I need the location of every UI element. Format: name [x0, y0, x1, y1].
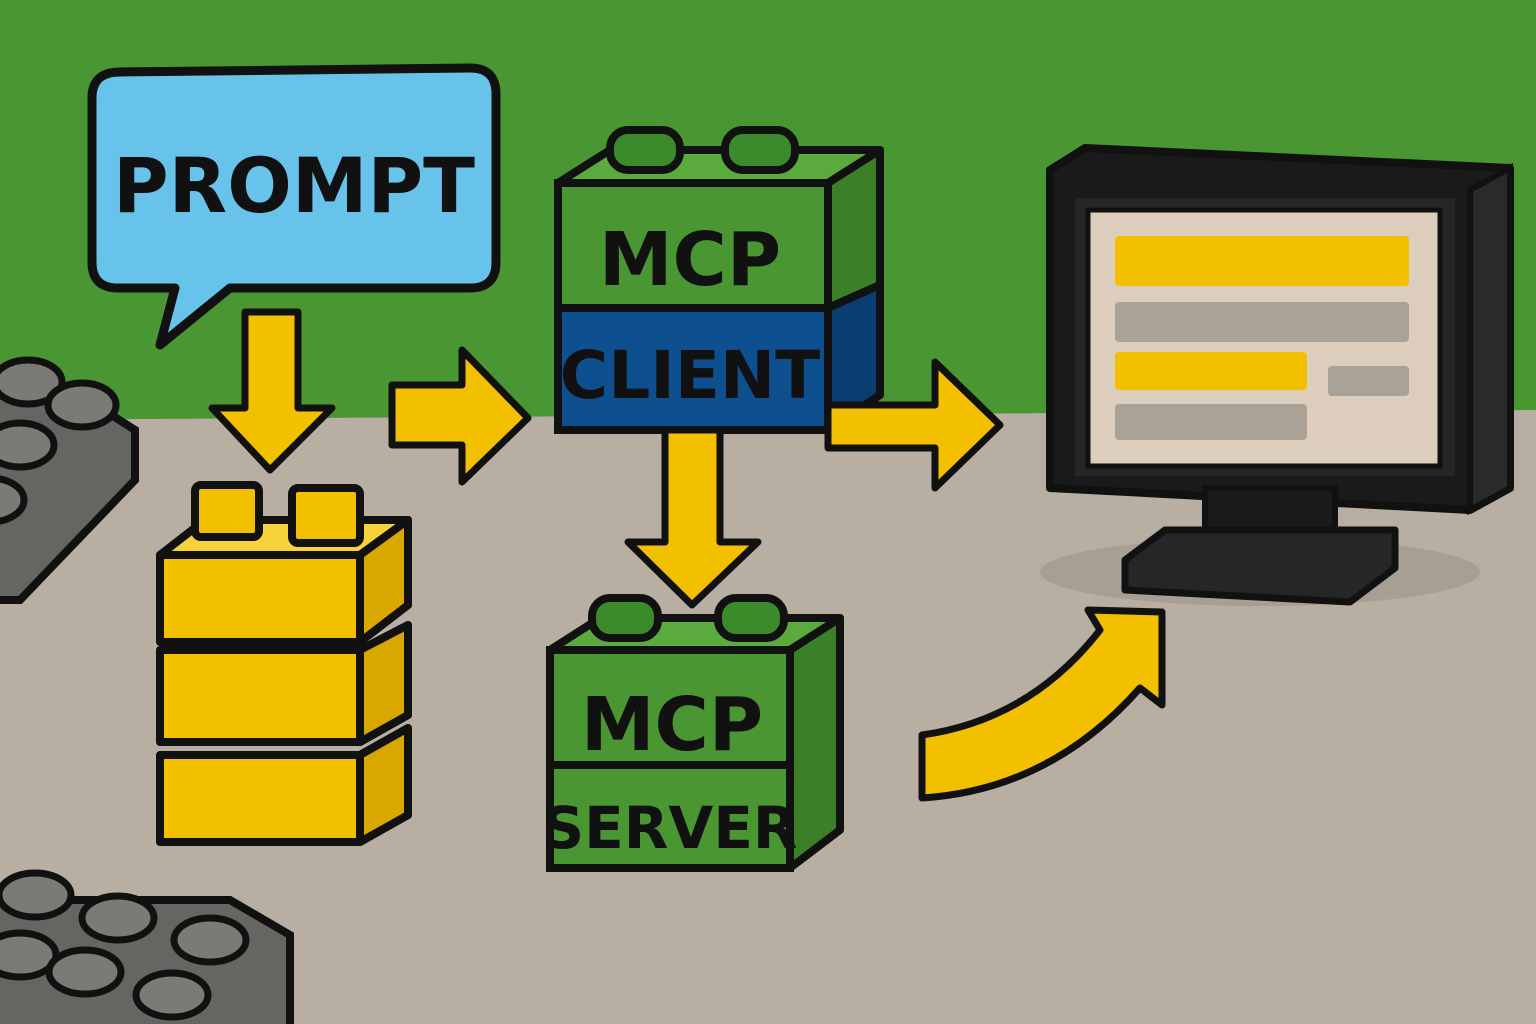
- gray-baseplate-bottom: [0, 869, 294, 1024]
- arrow-icon: [388, 346, 532, 486]
- arrow-icon: [624, 426, 762, 609]
- mcp-client-top-label: MCP: [599, 217, 781, 303]
- screen-highlight-bar: [1115, 352, 1307, 390]
- green-brick-icon: MCP SERVER: [542, 594, 844, 872]
- mcp-client-bottom-label: CLIENT: [560, 337, 820, 414]
- screen-muted-bar: [1115, 302, 1409, 342]
- screen-muted-bar: [1328, 366, 1409, 396]
- arrow-icon: [208, 308, 336, 474]
- speech-bubble-icon: PROMPT: [87, 63, 501, 350]
- yellow-brick-stack-icon: [156, 481, 412, 846]
- gray-baseplate-left: [0, 356, 139, 604]
- screen-highlight-bar: [1115, 236, 1409, 286]
- arrow-icon: [918, 606, 1166, 802]
- mcp-server-top-label: MCP: [581, 682, 763, 768]
- prompt-label: PROMPT: [113, 141, 475, 230]
- arrow-icon: [824, 358, 1004, 492]
- monitor-icon: [1040, 144, 1514, 606]
- screen-muted-bar: [1115, 404, 1307, 440]
- green-brick-icon: MCP CLIENT: [554, 126, 884, 434]
- mcp-server-bottom-label: SERVER: [542, 794, 797, 862]
